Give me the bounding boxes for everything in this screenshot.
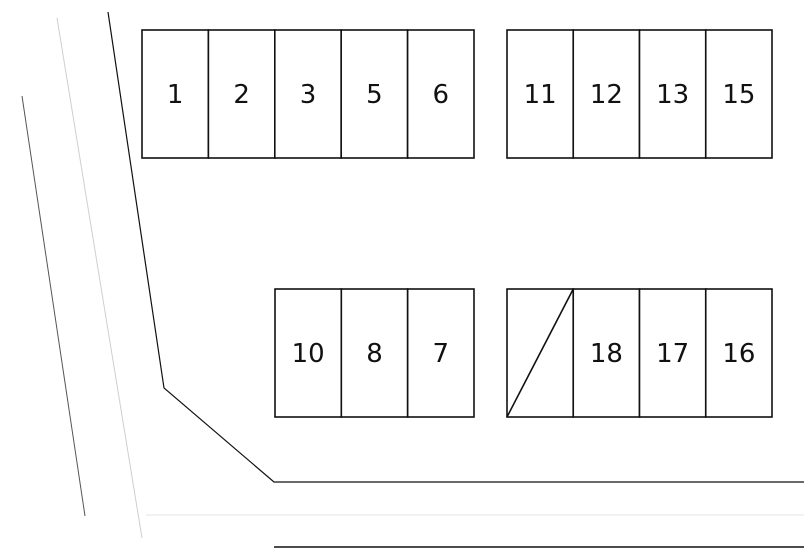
parking-slot-outline [273, 29, 342, 159]
parking-slot-number: 17 [656, 339, 689, 369]
top-left-block: 1 2 3 5 6 [141, 29, 475, 159]
parking-slot[interactable]: 11 [506, 29, 575, 159]
parking-slot[interactable]: 3 [273, 29, 342, 159]
top-right-block: 11 12 13 15 [506, 29, 773, 159]
parking-slot-number: 10 [292, 339, 325, 369]
parking-slot-outline [572, 29, 641, 159]
parking-slot-number: 8 [366, 339, 383, 369]
bottom-left-block: 10 8 7 [274, 288, 475, 418]
parking-slot[interactable]: 12 [572, 29, 641, 159]
parking-slot[interactable]: 6 [406, 29, 475, 159]
parking-slot-number: 5 [366, 80, 383, 110]
parking-slot-outline [572, 288, 641, 418]
parking-slot-number: 3 [300, 80, 317, 110]
parking-slot[interactable]: 16 [704, 288, 773, 418]
parking-slot[interactable]: 5 [340, 29, 409, 159]
parking-slot-outline [406, 288, 475, 418]
parking-slot-number: 15 [722, 80, 755, 110]
road-lines [21, 11, 804, 548]
parking-slot-outline [704, 29, 773, 159]
parking-slot-number: 16 [722, 339, 755, 369]
parking-slot-number: 7 [433, 339, 450, 369]
parking-slot-outline [406, 29, 475, 159]
parking-slot-outline [704, 288, 773, 418]
parking-slot[interactable]: 7 [406, 288, 475, 418]
parking-slot-number: 2 [233, 80, 250, 110]
parking-slot[interactable]: 1 [141, 29, 210, 159]
parking-slot-number: 6 [433, 80, 450, 110]
parking-slot[interactable]: 18 [572, 288, 641, 418]
road-edge-far-left [21, 95, 86, 517]
parking-slot-outline [141, 29, 210, 159]
parking-slot-outline [506, 29, 575, 159]
parking-slot[interactable] [506, 288, 575, 418]
parking-slot[interactable]: 8 [340, 288, 409, 418]
parking-slot-outline [340, 288, 409, 418]
road-edge-center-light [56, 17, 143, 539]
parking-slot-number: 1 [167, 80, 184, 110]
parking-slot-outline [207, 29, 276, 159]
parking-slot[interactable]: 17 [638, 288, 707, 418]
road-edge-inner [107, 11, 804, 483]
parking-slot-number: 13 [656, 80, 689, 110]
parking-slot[interactable]: 15 [704, 29, 773, 159]
bottom-right-block: 18 17 16 [506, 288, 773, 418]
parking-slot[interactable]: 13 [638, 29, 707, 159]
parking-slot-number: 12 [590, 80, 623, 110]
parking-slot-number: 11 [524, 80, 557, 110]
unavailable-slot-diagonal [506, 288, 574, 418]
parking-slot[interactable]: 10 [274, 288, 343, 418]
parking-slot-number: 18 [590, 339, 623, 369]
parking-slot[interactable]: 2 [207, 29, 276, 159]
